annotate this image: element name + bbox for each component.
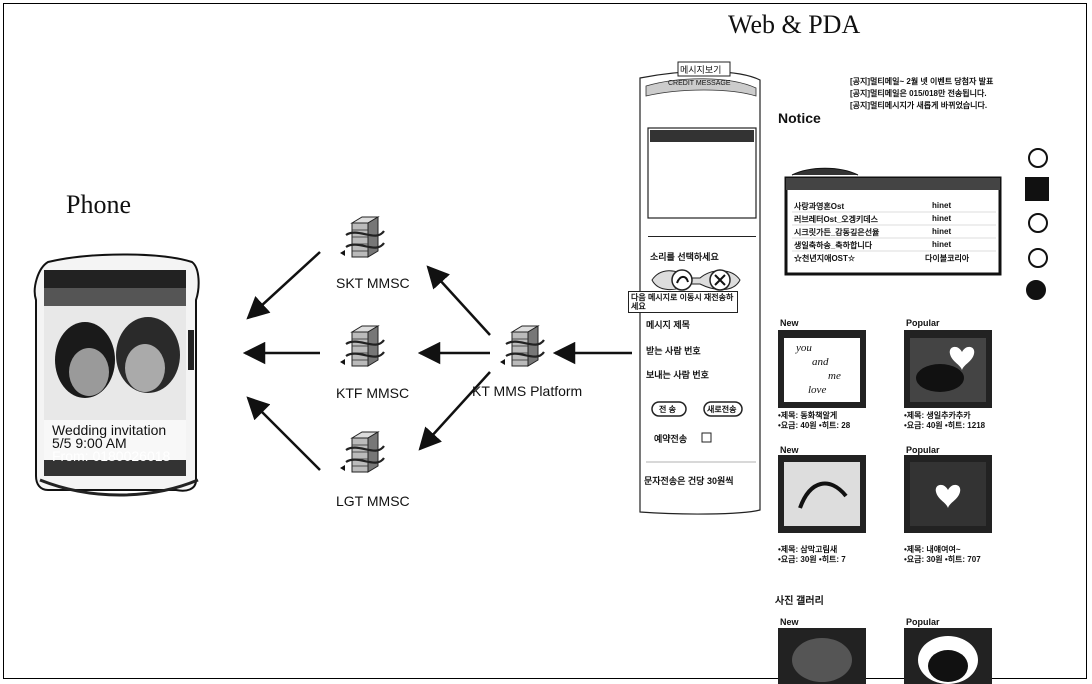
music-row-by: hinet [932,214,952,223]
flow-arrows [242,251,632,471]
thumb-caption: •요금: 40원 •히트: 1218 [904,421,986,430]
fee-text: 문자전송은 건당 30원씩 [644,476,734,486]
phone-line-3: From: 0180026018 [52,448,171,464]
note-word: me [828,370,841,382]
skt-label: SKT MMSC [336,275,410,291]
skt-server-icon [338,215,386,259]
sound-prompt: 소리를 선택하세요 [650,252,719,262]
gallery-popular-label: Popular [906,617,940,627]
phone-device [33,253,200,497]
gallery-new-label: New [780,318,799,328]
thumb-caption: •요금: 30원 •히트: 7 [778,555,846,564]
music-row-by: hinet [932,201,952,210]
lgt-label: LGT MMSC [336,493,410,509]
music-row-title[interactable]: 러브레터Ost_오겡키데스 [794,215,879,224]
form-recipient-label: 받는 사람 번호 [646,346,701,356]
notice-item[interactable]: [공지]멀티메시지가 새롭게 바뀌었습니다. [850,101,988,110]
note-word: you [796,342,812,354]
note-word: and [812,356,829,368]
reserve-label: 예약전송 [654,434,688,444]
web-pda-title: Web & PDA [728,10,861,39]
thumb-caption: •요금: 30원 •히트: 707 [904,555,981,564]
music-row-title[interactable]: 시크릿가든_감동깊은선율 [794,228,880,237]
gallery-popular-label: Popular [906,445,940,455]
thumb-caption: •제목: 생일추카추카 [904,411,971,420]
arrow-skt-to-phone [246,251,321,320]
message-view-button [677,61,731,77]
notice-item[interactable]: [공지]멀티메일~ 2월 넷 이벤트 당첨자 발표 [850,77,994,86]
arrow-platform-to-lgt [418,371,491,451]
phone-title: Phone [66,190,131,219]
message-view-label[interactable]: 메시지보기 [680,65,722,75]
note-word: love [808,384,827,396]
ktf-server-icon [338,324,386,368]
send-button-label[interactable]: 전 송 [659,405,676,414]
web-phone-widget [639,61,761,515]
music-list-box [784,167,1002,276]
thumb-caption: •제목: 내얘여여~ [904,545,961,554]
resend-button-label[interactable]: 새로전송 [707,405,737,414]
phone-line-2: 5/5 9:00 AM [52,435,127,451]
gallery-thumbnails [778,330,992,684]
music-row-title[interactable]: 사랑과영혼Ost [794,202,845,211]
gallery-new-label: New [780,617,799,627]
music-row-by: 다이볼코리아 [925,254,970,263]
phone-line-1: Wedding invitation [52,422,167,438]
tooltip-box: 다음 메시지로 이동시 재전송하세요 [628,291,738,313]
gallery-popular-label: Popular [906,318,940,328]
arrow-lgt-to-phone [246,396,321,471]
send-button [651,401,687,417]
platform-server-icon [498,324,546,368]
platform-label: KT MMS Platform [472,383,583,399]
thumb-caption: •제목: 동화책알게 [778,411,838,420]
thumb-caption: •제목: 삼막고림새 [778,545,838,554]
credit-message-text: CREDIT MESSAGE [668,80,731,87]
music-row-title[interactable]: 생일축하송_축하합니다 [794,241,873,250]
ktf-label: KTF MMSC [336,385,410,401]
form-sender-label: 보내는 사람 번호 [646,370,709,380]
music-row-by: hinet [932,227,952,236]
photo-gallery-title: 사진 갤러리 [775,596,824,607]
form-subject-label: 메시지 제목 [646,320,690,330]
figure-frame [3,3,1087,679]
arrow-platform-to-skt [426,265,491,336]
music-row-by: hinet [932,240,952,249]
notice-item[interactable]: [공지]멀티메일은 015/018만 전송됩니다. [850,89,987,98]
notice-title: Notice [778,110,821,126]
thumb-caption: •요금: 40원 •히트: 28 [778,421,851,430]
resend-button [703,401,743,417]
music-row-title[interactable]: ☆천년지애OST☆ [794,254,856,263]
lgt-server-icon [338,430,386,474]
gallery-new-label: New [780,445,799,455]
side-icons [1025,148,1049,300]
